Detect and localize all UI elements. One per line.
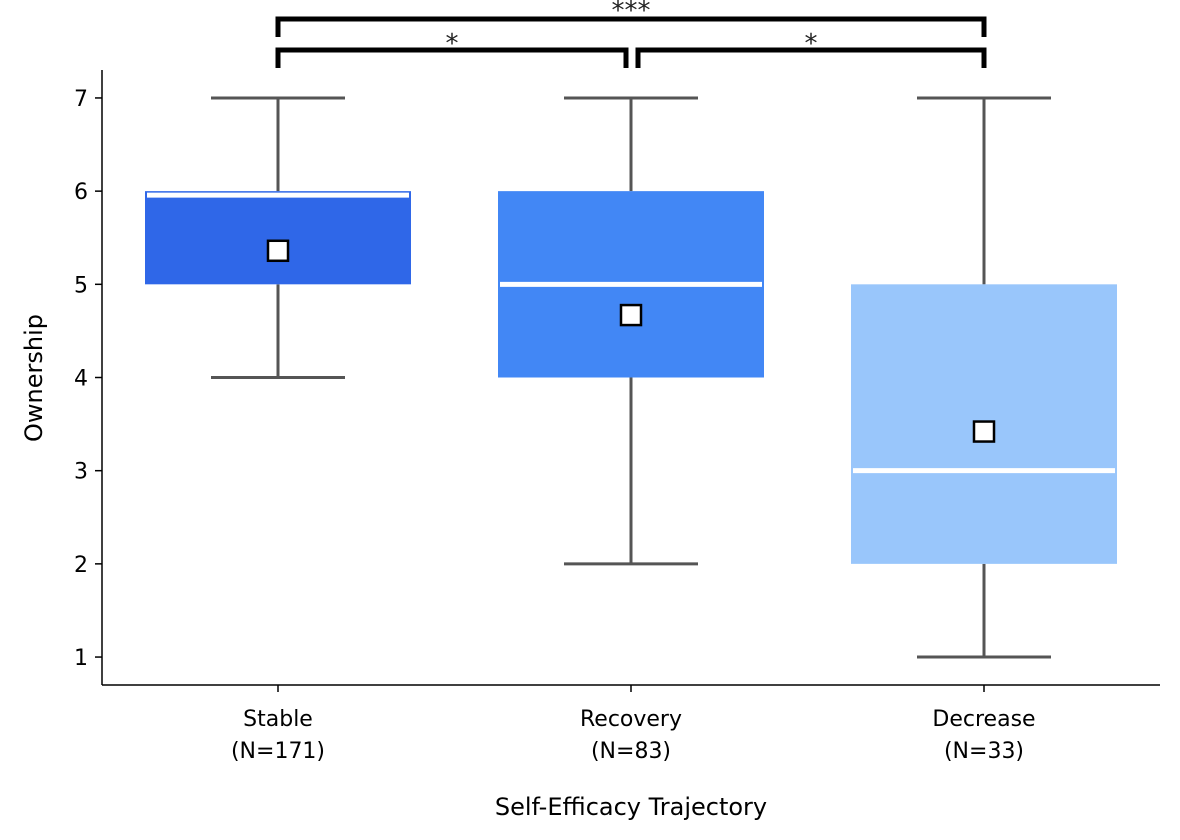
significance-brackets: ***** xyxy=(275,0,987,68)
x-tick-label-name: Recovery xyxy=(580,707,682,732)
y-tick-label: 4 xyxy=(74,367,88,392)
y-axis-label: Ownership xyxy=(20,314,48,442)
y-tick-label: 6 xyxy=(74,180,88,205)
significance-bracket xyxy=(275,47,629,68)
x-tick-label-n: (N=171) xyxy=(231,739,325,764)
mean-marker xyxy=(619,303,643,327)
x-tick-label-name: Decrease xyxy=(932,707,1035,732)
y-tick-label: 7 xyxy=(74,87,88,112)
significance-label: *** xyxy=(612,0,651,26)
y-tick-label: 1 xyxy=(74,646,88,671)
significance-bracket xyxy=(275,16,987,37)
plot-area xyxy=(145,96,1117,659)
x-tick-label-n: (N=83) xyxy=(591,739,671,764)
x-axis-label: Self-Efficacy Trajectory xyxy=(495,793,767,821)
y-tick-label: 5 xyxy=(74,273,88,298)
y-tick-label: 3 xyxy=(74,460,88,485)
x-tick-label-name: Stable xyxy=(243,707,313,732)
significance-bracket xyxy=(635,47,987,68)
box xyxy=(145,191,411,285)
significance-label: * xyxy=(805,29,818,59)
mean-marker xyxy=(972,420,996,443)
mean-marker xyxy=(266,239,290,263)
significance-label: * xyxy=(446,29,459,59)
y-tick-label: 2 xyxy=(74,553,88,578)
x-tick-label-n: (N=33) xyxy=(944,739,1024,764)
